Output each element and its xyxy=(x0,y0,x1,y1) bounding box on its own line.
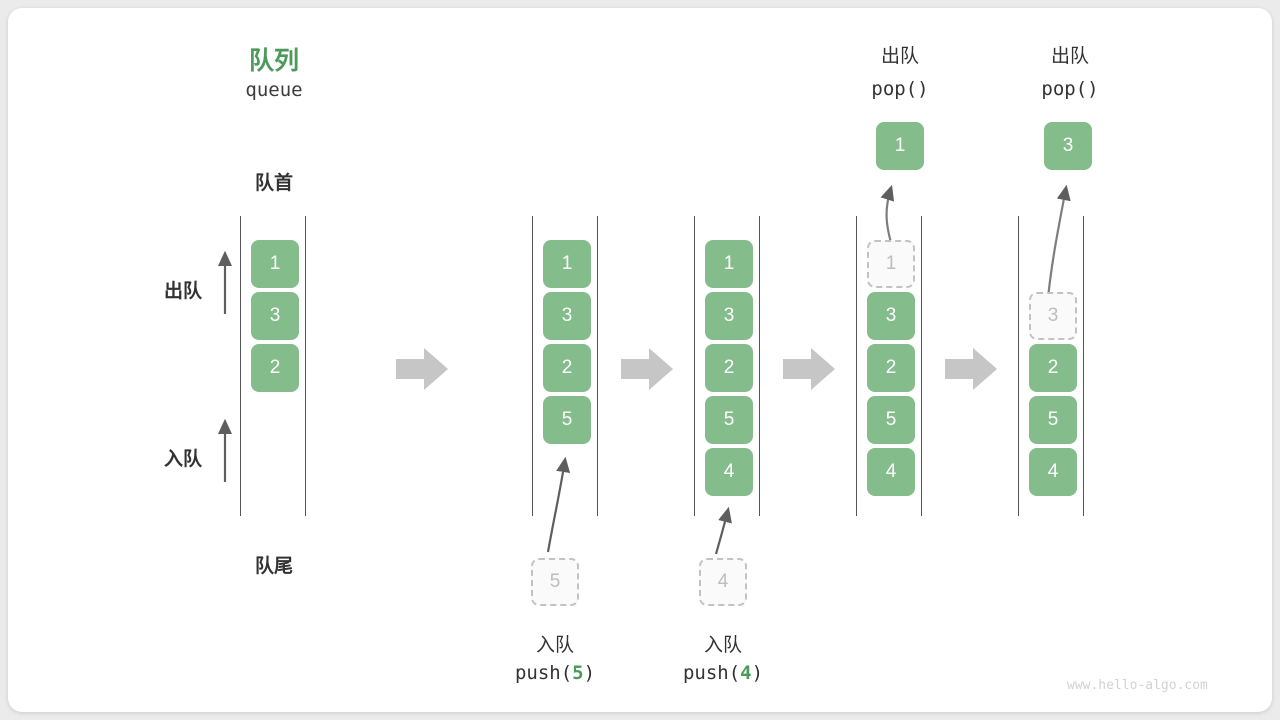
push-4-arg: 4 xyxy=(740,662,752,684)
queue-cell[interactable]: 5 xyxy=(867,396,915,444)
push-4-fn: push( xyxy=(682,662,741,684)
push-4-fn-close: ) xyxy=(751,662,764,684)
queue-rail-right xyxy=(921,216,922,516)
pop-arrow-3-icon xyxy=(1046,184,1071,299)
separator-2-arrow-icon xyxy=(621,348,673,390)
queue-cell[interactable]: 5 xyxy=(705,396,753,444)
queue-cell[interactable]: 2 xyxy=(705,344,753,392)
pop-3-label-code: pop() xyxy=(1041,78,1099,100)
queue-rail-right xyxy=(597,216,598,516)
queue-cell[interactable]: 4 xyxy=(867,448,915,496)
dequeue-direction-arrow-icon xyxy=(217,250,233,314)
queue-rail-left xyxy=(694,216,695,516)
diagram-title-en: queue xyxy=(245,79,303,101)
incoming-value-5[interactable]: 5 xyxy=(531,558,579,606)
queue-cell[interactable]: 3 xyxy=(705,292,753,340)
push-4-label-cn: 入队 xyxy=(703,635,742,656)
queue-rail-left xyxy=(1018,216,1019,516)
queue-cell[interactable]: 2 xyxy=(867,344,915,392)
incoming-value-4[interactable]: 4 xyxy=(699,558,747,606)
queue-rail-right xyxy=(1083,216,1084,516)
pop-1-label-code: pop() xyxy=(871,78,929,100)
queue-rail-left xyxy=(240,216,241,516)
popped-value-1[interactable]: 1 xyxy=(876,122,924,170)
queue-cell[interactable]: 2 xyxy=(1029,344,1077,392)
queue-cell[interactable]: 5 xyxy=(1029,396,1077,444)
front-label: 队首 xyxy=(254,173,293,194)
push-5-fn-close: ) xyxy=(583,662,596,684)
dequeue-direction-label: 出队 xyxy=(163,281,202,302)
queue-rail-right xyxy=(305,216,306,516)
queue-cell[interactable]: 4 xyxy=(705,448,753,496)
enqueue-direction-arrow-icon xyxy=(217,418,233,482)
queue-cell-ghost[interactable]: 1 xyxy=(867,240,915,288)
queue-cell[interactable]: 3 xyxy=(543,292,591,340)
separator-4-arrow-icon xyxy=(945,348,997,390)
queue-cell-ghost[interactable]: 3 xyxy=(1029,292,1077,340)
popped-value-3[interactable]: 3 xyxy=(1044,122,1092,170)
pop-1-label-cn: 出队 xyxy=(880,46,919,67)
push-5-label-cn: 入队 xyxy=(535,635,574,656)
queue-cell[interactable]: 1 xyxy=(543,240,591,288)
queue-cell[interactable]: 1 xyxy=(251,240,299,288)
queue-rail-right xyxy=(759,216,760,516)
pop-3-label-cn: 出队 xyxy=(1050,46,1089,67)
watermark: www.hello-algo.com xyxy=(1067,678,1208,693)
queue-cell[interactable]: 1 xyxy=(705,240,753,288)
push-4-label-code: push(4) xyxy=(643,662,803,684)
diagram-title-cn: 队列 xyxy=(248,47,299,75)
push-arrow-5-icon xyxy=(546,456,571,553)
separator-3-arrow-icon xyxy=(783,348,835,390)
queue-rail-left xyxy=(532,216,533,516)
push-5-fn: push( xyxy=(514,662,573,684)
queue-cell[interactable]: 3 xyxy=(251,292,299,340)
queue-rail-left xyxy=(856,216,857,516)
push-5-label-code: push(5) xyxy=(475,662,635,684)
enqueue-direction-label: 入队 xyxy=(163,449,202,470)
push-5-arg: 5 xyxy=(572,662,584,684)
queue-cell[interactable]: 2 xyxy=(251,344,299,392)
queue-cell[interactable]: 2 xyxy=(543,344,591,392)
queue-cell[interactable]: 3 xyxy=(867,292,915,340)
rear-label: 队尾 xyxy=(254,556,293,577)
push-arrow-4-icon xyxy=(714,506,732,555)
separator-1-arrow-icon xyxy=(396,348,448,390)
diagram-card: 队列 queue 队首 队尾 出队 入队 1 3 2 1 3 2 5 xyxy=(8,8,1272,712)
queue-cell[interactable]: 5 xyxy=(543,396,591,444)
queue-cell[interactable]: 4 xyxy=(1029,448,1077,496)
